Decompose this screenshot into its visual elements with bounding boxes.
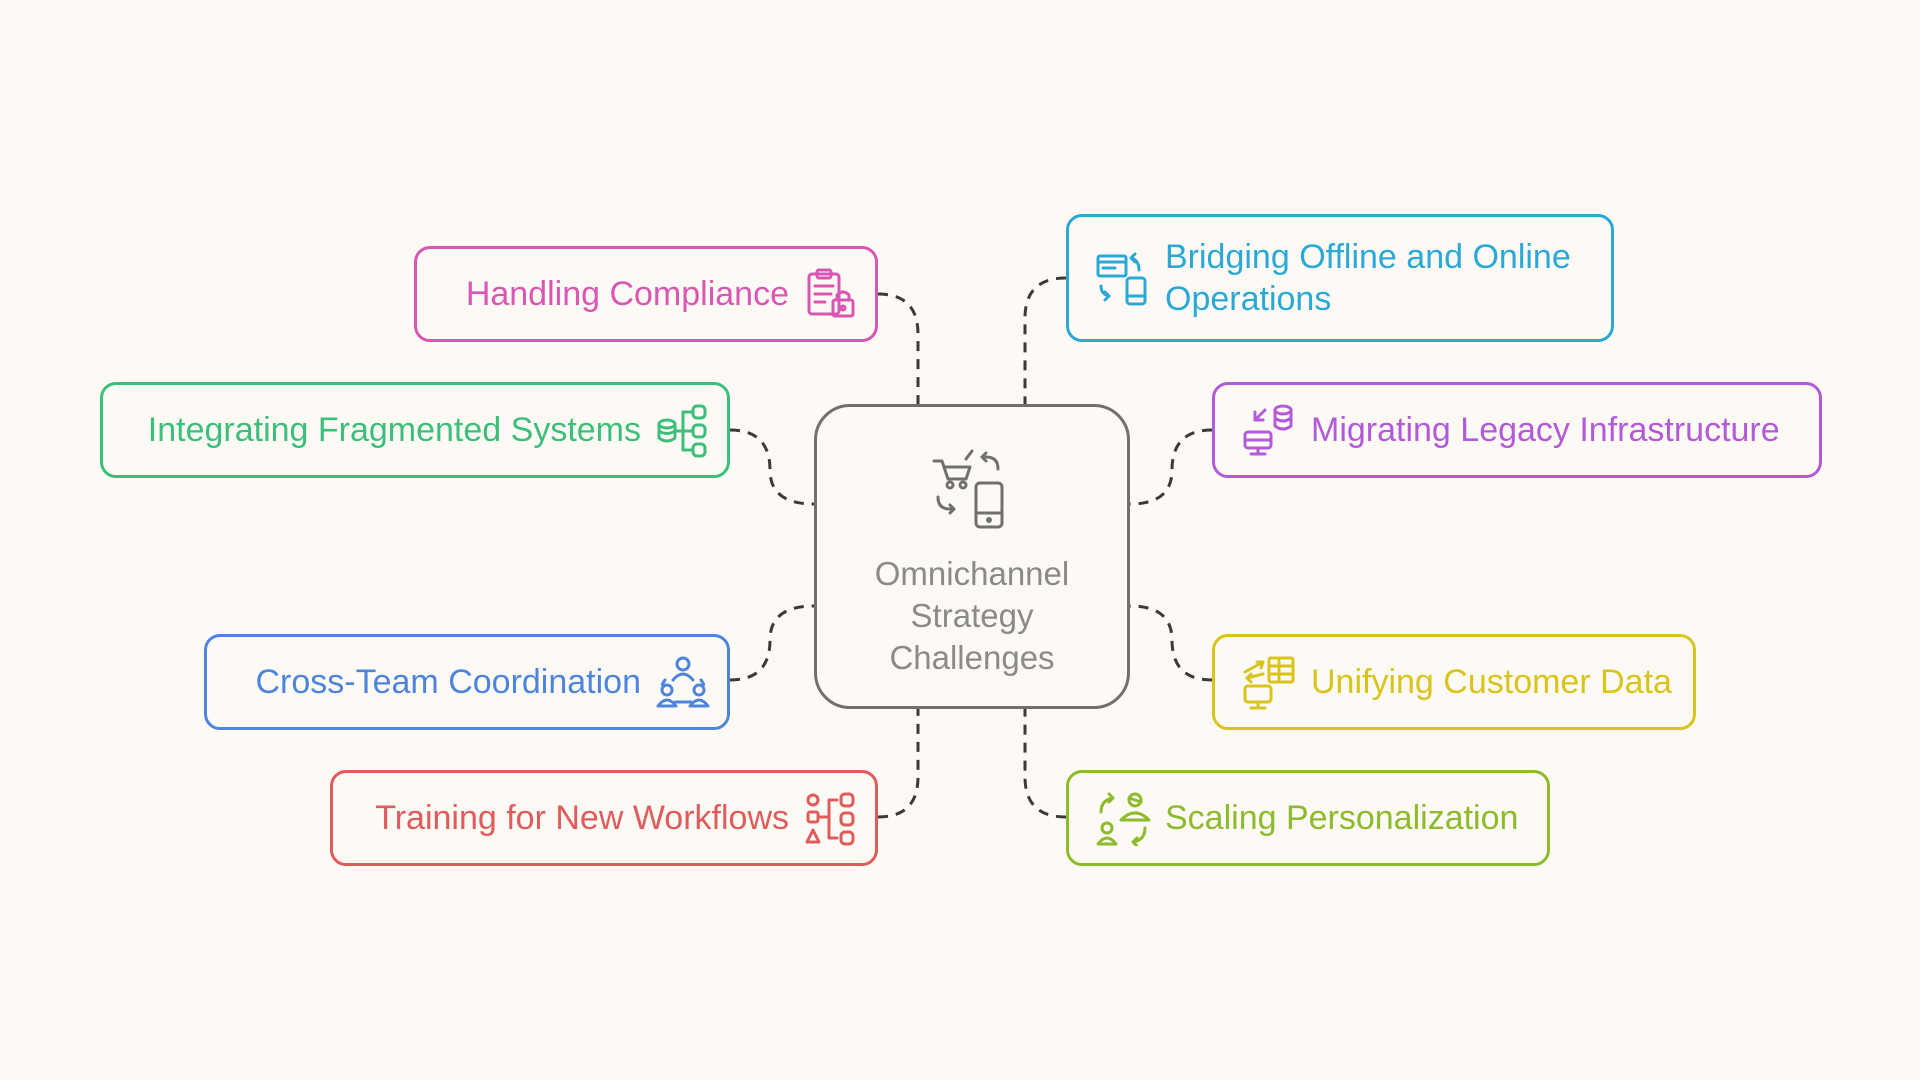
node-bridging-offline-online[interactable]: Bridging Offline and Online Operations xyxy=(1066,214,1614,342)
node-label: Migrating Legacy Infrastructure xyxy=(1311,411,1780,449)
node-label: Scaling Personalization xyxy=(1165,799,1519,837)
node-training-new-workflows[interactable]: Training for New Workflows xyxy=(330,770,878,866)
connector-unifying xyxy=(1129,604,1213,682)
connector-migration xyxy=(1129,428,1213,506)
omnichannel-cart-phone-icon xyxy=(930,447,1014,541)
connector-compliance xyxy=(877,292,920,404)
server-migration-icon xyxy=(1241,402,1297,458)
node-label: Bridging Offline and Online Operations xyxy=(1165,238,1571,318)
node-migrating-legacy-infrastructure[interactable]: Migrating Legacy Infrastructure xyxy=(1212,382,1822,478)
connector-bridging xyxy=(1023,276,1067,404)
connector-integration xyxy=(729,428,815,506)
customer-data-sync-icon xyxy=(1241,654,1297,710)
node-handling-compliance[interactable]: Handling Compliance xyxy=(414,246,878,342)
node-label: Cross-Team Coordination xyxy=(255,663,642,701)
node-label: Training for New Workflows xyxy=(375,799,789,837)
node-label: Unifying Customer Data xyxy=(1311,663,1672,701)
clipboard-lock-icon xyxy=(803,266,859,322)
node-label: Integrating Fragmented Systems xyxy=(147,411,641,449)
node-scaling-personalization[interactable]: Scaling Personalization xyxy=(1066,770,1550,866)
node-unifying-customer-data[interactable]: Unifying Customer Data xyxy=(1212,634,1696,730)
connector-coordination xyxy=(729,604,815,682)
center-node[interactable]: Omnichannel Strategy Challenges xyxy=(814,404,1130,709)
connector-personalization xyxy=(1023,709,1067,819)
store-mobile-sync-icon xyxy=(1095,250,1151,306)
team-users-icon xyxy=(655,654,711,710)
node-label: Handling Compliance xyxy=(465,275,789,313)
user-scale-icon xyxy=(1095,790,1151,846)
database-network-icon xyxy=(655,402,711,458)
connector-training xyxy=(877,709,920,819)
workflow-icon xyxy=(803,790,859,846)
node-integrating-fragmented-systems[interactable]: Integrating Fragmented Systems xyxy=(100,382,730,478)
node-cross-team-coordination[interactable]: Cross-Team Coordination xyxy=(204,634,730,730)
center-title: Omnichannel Strategy Challenges xyxy=(874,555,1070,676)
